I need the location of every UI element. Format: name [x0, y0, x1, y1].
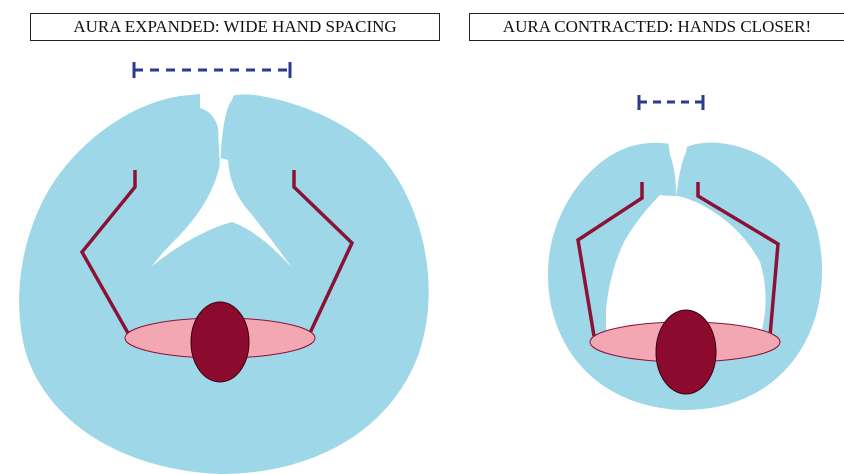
expanded-aura	[19, 92, 429, 474]
expanded-hand-spacing-marker	[134, 62, 290, 78]
expanded-center-oval	[191, 302, 249, 382]
expanded-aura-panel	[19, 62, 429, 474]
contracted-aura-panel	[548, 95, 822, 410]
contracted-hand-spacing-marker	[639, 95, 703, 110]
contracted-center-oval	[656, 310, 716, 394]
